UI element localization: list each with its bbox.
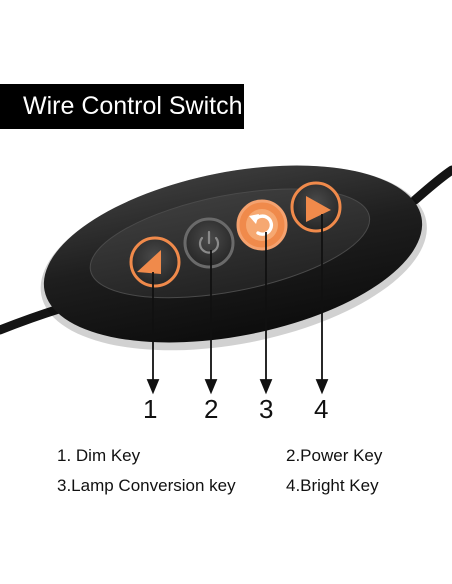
lamp-conversion-button[interactable] [236,199,288,251]
title-banner: Wire Control Switch [0,84,244,129]
cable-right [410,165,452,205]
legend-lamp-conversion-key: 3.Lamp Conversion key [57,476,236,495]
power-icon [198,230,220,254]
legend-bright-key: 4.Bright Key [286,476,379,495]
triangle-left-icon [137,250,161,274]
switch-body [40,165,427,351]
label-number-1: 1 [143,394,158,424]
label-number-4: 4 [314,394,329,424]
bright-button[interactable] [290,181,342,233]
legend-dim-key: 1. Dim Key [57,446,141,465]
label-number-2: 2 [204,394,219,424]
pointer-arrows [146,214,329,395]
title-text: Wire Control Switch [23,92,243,120]
power-button[interactable] [183,217,235,269]
legend-power-key: 2.Power Key [286,446,383,465]
cycle-icon [253,214,274,236]
label-number-3: 3 [259,394,274,424]
triangle-right-icon [306,196,331,222]
dim-button[interactable] [129,236,181,288]
